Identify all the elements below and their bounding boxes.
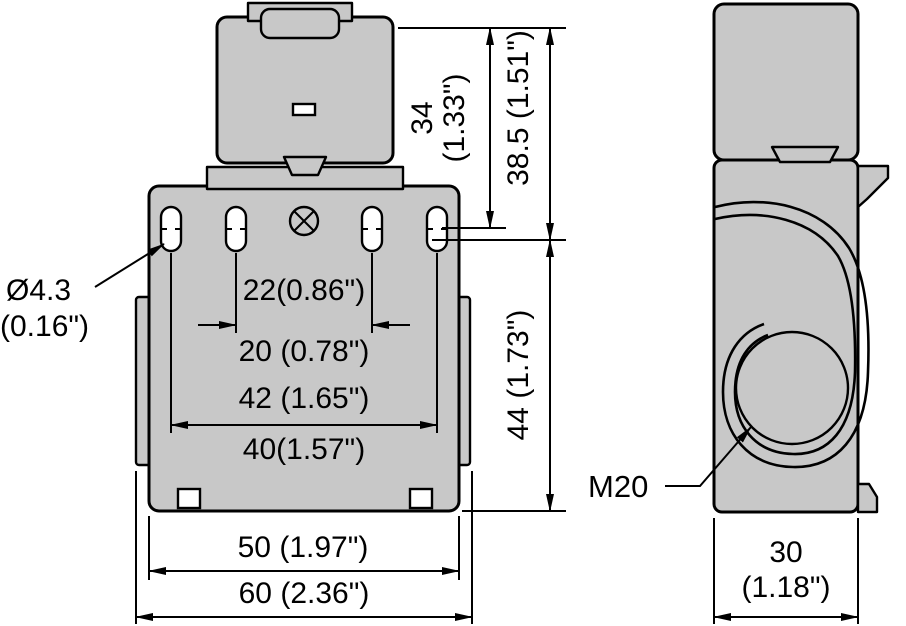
side-head [712, 2, 860, 162]
dim-label-34-inch: (1.33") [438, 73, 471, 162]
hole-diameter-label: Ø4.3 [6, 274, 71, 307]
hole-diameter-label-inch: (0.16") [0, 310, 89, 343]
dimensions-front: 34 (1.33") 38.5 (1.51") 44 (1.73") 22(0.… [0, 27, 566, 624]
m20-label: M20 [588, 469, 648, 504]
dim-label-30-inch: (1.18") [741, 571, 830, 604]
front-view [134, 1, 472, 513]
front-foot-right [408, 487, 434, 510]
dim-label-44: 44 (1.73") [502, 310, 535, 441]
dim-label-22: 22(0.86") [243, 274, 365, 307]
dim-label-40: 40(1.57") [243, 433, 365, 466]
screw-cross [293, 210, 315, 232]
dim-label-20: 20 (0.78") [239, 335, 370, 368]
mounting-hole [360, 205, 384, 253]
side-foot [856, 482, 879, 514]
front-foot-left [176, 487, 202, 510]
front-head-slot [259, 7, 341, 40]
dim-label-38-5: 38.5 (1.51") [502, 30, 535, 186]
mounting-hole [159, 205, 183, 253]
m20-hole [734, 330, 850, 446]
dim-label-50: 50 (1.97") [238, 531, 369, 564]
m20-leader [665, 426, 752, 487]
dim-label-42: 42 (1.65") [239, 382, 370, 415]
cable-lobe-outer [714, 200, 870, 469]
front-plunger [282, 155, 328, 177]
screw-icon [288, 205, 320, 237]
front-head-window [291, 102, 317, 117]
dimensions-side: M20 30 (1.18") [588, 426, 859, 624]
dim-label-34: 34 [406, 101, 439, 134]
mounting-hole [224, 205, 248, 253]
side-view [712, 2, 890, 514]
side-mount-hook [856, 164, 890, 209]
hole-diameter-leader [94, 243, 165, 288]
dim-label-30: 30 [769, 536, 802, 569]
side-plunger [770, 145, 840, 164]
dim-label-60: 60 (2.36") [239, 577, 370, 610]
